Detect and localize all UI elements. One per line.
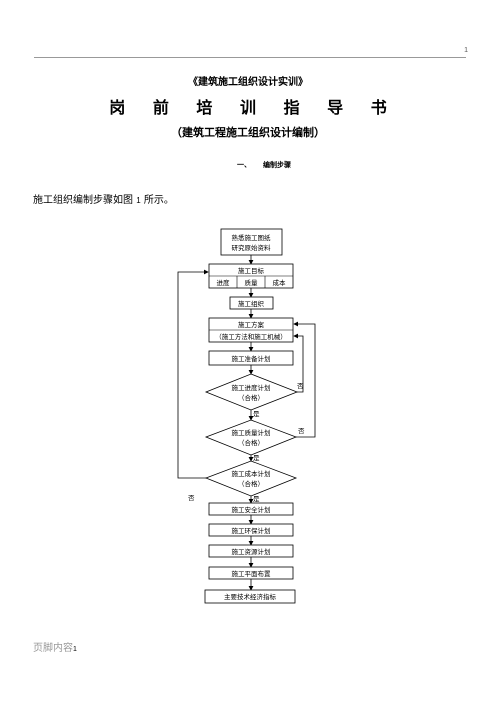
resource-label: 施工资源计划 bbox=[232, 547, 271, 556]
loop-quality-to-scheme bbox=[293, 321, 316, 438]
schedule-pass-label: （合格） bbox=[238, 393, 264, 402]
resource-box bbox=[208, 544, 294, 558]
target-sub-quality: 质量 bbox=[245, 278, 259, 287]
no-label-schedule: 否 bbox=[297, 382, 304, 390]
quality-pass-label: （合格） bbox=[238, 438, 264, 447]
no-label-cost: 否 bbox=[188, 494, 195, 502]
env-label: 施工环保计划 bbox=[232, 526, 271, 535]
safety-label: 施工安全计划 bbox=[232, 505, 271, 514]
safety-box bbox=[208, 502, 294, 516]
start-box bbox=[220, 228, 283, 256]
loop-schedule-to-scheme bbox=[293, 333, 304, 393]
org-box bbox=[229, 296, 274, 310]
target-label: 施工目标 bbox=[238, 266, 265, 275]
start-label-2: 研究原始资料 bbox=[232, 243, 272, 252]
document-subtitle: 岗 前 培 训 指 导 书 bbox=[109, 98, 398, 117]
figure-ref: 1 bbox=[136, 196, 141, 205]
intro-text-before: 施工组织编制步骤如图 bbox=[33, 195, 137, 206]
prep-label: 施工准备计划 bbox=[232, 354, 271, 363]
loop-cost-to-target bbox=[177, 269, 209, 479]
layout-label: 施工平面布置 bbox=[232, 569, 272, 578]
start-label-1: 熟悉施工图纸 bbox=[232, 233, 272, 242]
quality-decision bbox=[204, 419, 298, 456]
prep-box bbox=[208, 350, 294, 366]
scheme-label: 施工方案 bbox=[238, 320, 265, 329]
header-rule bbox=[34, 57, 466, 58]
cost-decision bbox=[204, 460, 298, 497]
page-number: 1 bbox=[464, 47, 468, 54]
org-label: 施工组织 bbox=[238, 299, 265, 308]
section-title: 编制步骤 bbox=[263, 161, 291, 169]
section-number: 一、 bbox=[237, 161, 251, 169]
indicators-label: 主要技术经济指标 bbox=[224, 592, 277, 601]
no-label-quality: 否 bbox=[298, 427, 305, 435]
layout-box bbox=[208, 566, 294, 580]
quality-check-label: 施工质量计划 bbox=[232, 428, 271, 437]
target-sub-cost: 成本 bbox=[273, 278, 287, 287]
document-edition: （建筑工程施工组织设计编制） bbox=[171, 126, 325, 139]
intro-text-after: 所示。 bbox=[140, 195, 174, 206]
env-box bbox=[208, 523, 294, 537]
scheme-sub-label: （施工方法和施工机械） bbox=[215, 332, 287, 341]
intro-paragraph: 施工组织编制步骤如图 1 所示。 bbox=[33, 191, 174, 206]
page-footer: 页脚内容1 bbox=[33, 639, 77, 654]
target-sub-schedule: 进度 bbox=[217, 278, 231, 287]
footer-text: 页脚内容 bbox=[33, 643, 73, 654]
indicators-box bbox=[204, 589, 296, 604]
yes-label-quality: 是 bbox=[253, 454, 260, 462]
footer-page-number: 1 bbox=[73, 646, 77, 653]
cost-pass-label: （合格） bbox=[238, 479, 264, 488]
yes-label-cost: 是 bbox=[253, 495, 260, 503]
document-title: 《建筑施工组织设计实训》 bbox=[188, 77, 308, 88]
yes-label-schedule: 是 bbox=[253, 410, 260, 418]
schedule-decision bbox=[204, 373, 299, 411]
schedule-check-label: 施工进度计划 bbox=[232, 383, 271, 392]
section-heading: 一、 编制步骤 bbox=[237, 160, 291, 170]
cost-check-label: 施工成本计划 bbox=[232, 469, 271, 478]
